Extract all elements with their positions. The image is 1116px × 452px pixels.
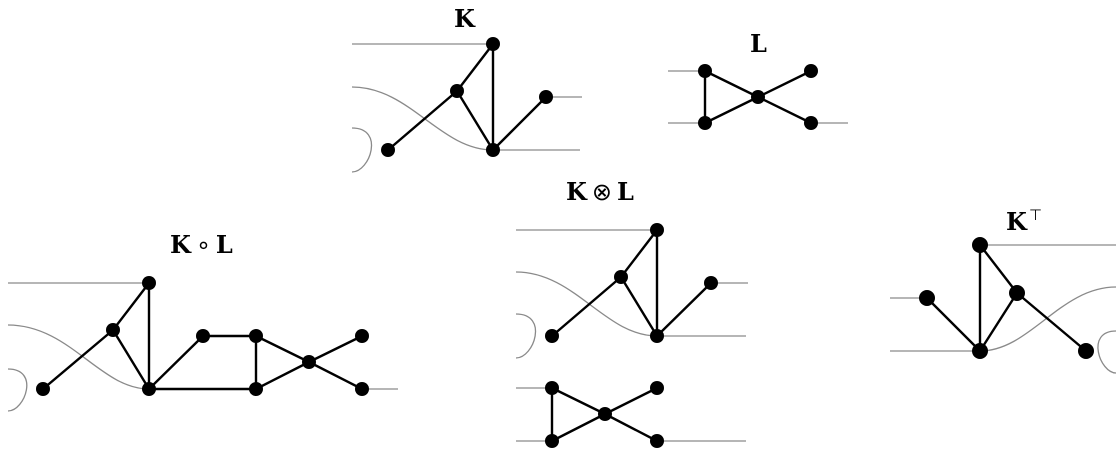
edge	[703, 69, 760, 99]
vertex	[355, 382, 369, 396]
edge	[254, 360, 311, 391]
edge	[41, 328, 115, 391]
diagram-k-label: K	[454, 4, 476, 33]
vertex	[1009, 285, 1025, 301]
vertex	[650, 434, 664, 448]
diagram-k-compose-l: K∘L	[7, 230, 398, 412]
vertex	[196, 329, 210, 343]
input-wire	[351, 127, 373, 173]
vertex	[698, 64, 712, 78]
edge	[655, 281, 713, 338]
edge	[550, 386, 607, 416]
vertex	[486, 143, 500, 157]
edge	[254, 334, 311, 364]
diagram-k-tensor-l: K⊗L	[515, 177, 748, 448]
input-wire	[515, 271, 658, 337]
edge	[307, 334, 364, 364]
vertex	[545, 381, 559, 395]
diagram-k-compose-l-label: K∘L	[170, 230, 233, 259]
edge	[147, 334, 205, 391]
vertex	[381, 143, 395, 157]
edge	[703, 95, 760, 125]
edge	[756, 95, 813, 125]
edge	[111, 328, 151, 391]
diagram-l-label: L	[750, 29, 767, 58]
edge	[603, 412, 659, 443]
vertex	[704, 276, 718, 290]
input-wire	[7, 324, 150, 390]
vertex	[614, 270, 628, 284]
edge	[978, 243, 1019, 295]
output-wire	[1097, 330, 1116, 374]
edge	[603, 386, 659, 416]
vertex	[106, 323, 120, 337]
edge	[619, 275, 659, 338]
edge	[1015, 291, 1088, 353]
diagram-k-transpose-label: K⊤	[1006, 206, 1042, 236]
edge	[491, 95, 548, 152]
vertex	[539, 90, 553, 104]
vertex	[598, 407, 612, 421]
output-wire	[979, 286, 1116, 352]
vertex	[751, 90, 765, 104]
edge	[455, 42, 495, 93]
edge	[455, 89, 495, 152]
vertex	[650, 223, 664, 237]
vertex	[650, 329, 664, 343]
edge	[111, 281, 151, 332]
input-wire	[351, 86, 494, 151]
diagram-l: L	[668, 29, 848, 130]
vertex	[804, 64, 818, 78]
edge	[756, 69, 813, 99]
edge	[978, 291, 1019, 353]
diagram-k-tensor-l-label: K⊗L	[566, 177, 634, 206]
vertex	[450, 84, 464, 98]
edge	[386, 89, 459, 152]
vertex	[804, 116, 818, 130]
vertex	[355, 329, 369, 343]
input-wire	[7, 368, 28, 412]
diagram-k-transpose: K⊤	[890, 206, 1116, 374]
vertex	[972, 343, 988, 359]
edge	[550, 275, 623, 338]
edge	[307, 360, 364, 391]
vertex	[486, 37, 500, 51]
vertex	[545, 434, 559, 448]
vertex	[249, 382, 263, 396]
vertex	[545, 329, 559, 343]
vertex	[698, 116, 712, 130]
edge	[925, 296, 982, 353]
diagram-k: K	[351, 4, 582, 173]
edge	[550, 412, 607, 443]
vertex	[142, 382, 156, 396]
vertex	[142, 276, 156, 290]
input-wire	[515, 313, 537, 359]
vertex	[249, 329, 263, 343]
vertex	[972, 237, 988, 253]
vertex	[1078, 343, 1094, 359]
vertex	[650, 381, 664, 395]
vertex	[919, 290, 935, 306]
vertex	[302, 355, 316, 369]
vertex	[36, 382, 50, 396]
edge	[619, 228, 659, 279]
